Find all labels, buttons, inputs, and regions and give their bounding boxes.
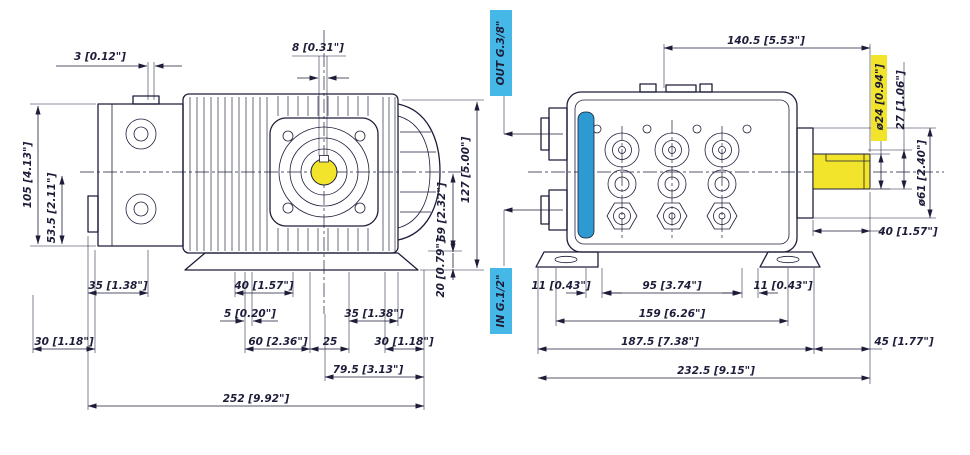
front-dimension-lines: [537, 45, 933, 381]
front-dimension-labels: 140.5 [5.53"] ø24 [0.94"] 27 [1.06"] ø61…: [531, 35, 937, 377]
dim-79-5: 79.5 [3.13"]: [333, 364, 404, 376]
dim-40: 40 [1.57"]: [233, 280, 293, 292]
dim-105: 105 [4.13"]: [22, 142, 34, 209]
dim-40-shaft: 40 [1.57"]: [877, 226, 937, 238]
dim-252: 252 [9.92"]: [223, 393, 290, 405]
side-dimension-labels: 3 [0.12"] 8 [0.31"] 105 [4.13"] 53.5 [2.…: [22, 42, 472, 405]
side-cooling-fins: [189, 96, 436, 251]
dim-d61: ø61 [2.40"]: [916, 140, 928, 208]
side-witness-lines: [30, 55, 484, 410]
side-centerlines: [80, 30, 468, 314]
dim-159: 159 [6.26"]: [639, 308, 706, 320]
front-view: OUT G.3/8" IN G.1/2" 140.5 [5.53"] ø24 […: [490, 10, 944, 384]
side-dimension-lines: [32, 63, 480, 409]
dim-127: 127 [5.00"]: [460, 137, 472, 204]
dim-5: 5 [0.20"]: [224, 308, 276, 320]
shaft-end-yellow: [310, 158, 338, 186]
dim-60: 60 [2.36"]: [248, 336, 307, 348]
dim-140-5: 140.5 [5.53"]: [727, 35, 805, 47]
front-body-outline: [535, 83, 821, 268]
dim-25: 25: [323, 336, 338, 348]
dim-27: 27 [1.06"]: [895, 70, 907, 129]
dim-30b: 30 [1.18"]: [374, 336, 433, 348]
front-port-arrows: [503, 96, 563, 266]
dim-59: 59 [2.32"]: [436, 182, 448, 241]
dim-232-5: 232.5 [9.15"]: [677, 365, 755, 377]
in-label-highlight: [490, 268, 512, 334]
dim-45: 45 [1.77"]: [873, 336, 933, 348]
dim-24-highlight: [871, 55, 887, 141]
front-port-labels: OUT G.3/8" IN G.1/2": [490, 10, 512, 334]
inlet-manifold-highlight: [577, 111, 595, 239]
shaft-yellow: [812, 153, 871, 190]
dim-11b: 11 [0.43"]: [753, 280, 812, 292]
dim-187-5: 187.5 [7.38"]: [621, 336, 699, 348]
front-centerlines: [528, 120, 944, 238]
dim-11a: 11 [0.43"]: [531, 280, 590, 292]
dim-30a: 30 [1.18"]: [34, 336, 93, 348]
shaft-keyway: [319, 155, 329, 163]
side-body-details: [111, 104, 431, 246]
out-label-highlight: [490, 10, 512, 96]
dim-d24: ø24 [0.94"]: [874, 64, 886, 132]
dim-8: 8 [0.31"]: [292, 42, 344, 54]
dim-53-5: 53.5 [2.11"]: [46, 173, 58, 244]
dim-95: 95 [3.74"]: [642, 280, 701, 292]
side-body-outline: [87, 93, 441, 271]
dim-35a: 35 [1.38"]: [88, 280, 147, 292]
dim-35b: 35 [1.38"]: [344, 308, 403, 320]
in-port-label: IN G.1/2": [495, 275, 507, 328]
front-shaft: [812, 153, 871, 190]
dim-20: 20 [0.79"]: [435, 238, 447, 297]
out-port-label: OUT G.3/8": [495, 21, 507, 86]
side-shaft-section: [310, 155, 338, 186]
dim-3: 3 [0.12"]: [74, 51, 126, 63]
front-body-details: [554, 99, 800, 264]
side-view: 3 [0.12"] 8 [0.31"] 105 [4.13"] 53.5 [2.…: [22, 30, 484, 410]
